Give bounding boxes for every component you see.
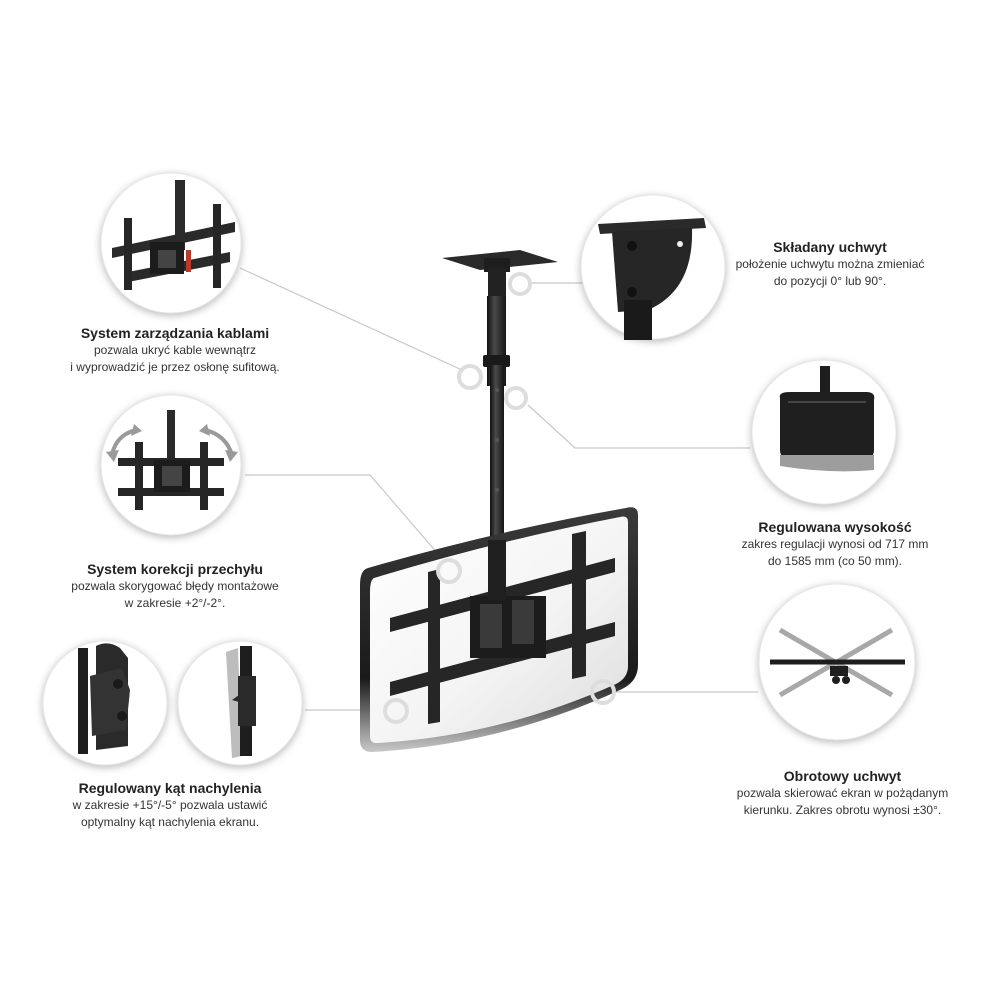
detail-circle-tilt-angle-2 — [177, 640, 303, 766]
detail-circle-tilt-correction — [100, 394, 242, 536]
main-mount — [360, 250, 638, 752]
marker-rings — [383, 272, 616, 724]
feature-title: Regulowana wysokość — [758, 519, 912, 535]
marker-cable — [457, 364, 483, 390]
feature-desc-line1: pozwala skierować ekran w pożądanym — [736, 786, 949, 800]
marker-tilt-correction — [436, 558, 462, 584]
feature-cable-management: System zarządzania kablami pozwala ukryć… — [40, 324, 310, 376]
feature-desc-line2: w zakresie +2°/-2°. — [124, 596, 226, 610]
detail-circle-height — [751, 359, 897, 505]
feature-desc-line1: w zakresie +15°/-5° pozwala ustawić — [72, 798, 268, 812]
marker-folding — [508, 272, 532, 296]
feature-tilt-correction: System korekcji przechyłu pozwala skoryg… — [30, 560, 320, 612]
detail-circle-rotation — [758, 583, 916, 741]
feature-tilt-angle: Regulowany kąt nachylenia w zakresie +15… — [30, 779, 310, 831]
leader-line-height — [527, 404, 750, 449]
feature-desc-line1: pozwala skorygować błędy montażowe — [71, 579, 279, 593]
feature-title: Obrotowy uchwyt — [783, 768, 902, 784]
feature-rotation: Obrotowy uchwyt pozwala skierować ekran … — [700, 767, 985, 819]
feature-title: System zarządzania kablami — [80, 325, 270, 341]
feature-folding-mount: Składany uchwyt położenie uchwytu można … — [700, 238, 960, 290]
detail-circle-tilt-angle-1 — [42, 640, 168, 766]
feature-title: Składany uchwyt — [773, 239, 887, 255]
feature-desc-line1: zakres regulacji wynosi od 717 mm — [741, 537, 929, 551]
marker-height — [504, 386, 528, 410]
feature-desc-line1: położenie uchwytu można zmieniać — [735, 257, 925, 271]
marker-rotation — [590, 679, 616, 705]
feature-desc-line2: i wyprowadzić je przez osłonę sufitową. — [70, 360, 280, 374]
feature-desc-line2: do 1585 mm (co 50 mm). — [767, 554, 903, 568]
feature-desc-line1: pozwala ukryć kable wewnątrz — [93, 343, 257, 357]
leader-line-tilt-correction — [245, 474, 446, 563]
vesa-bracket — [390, 531, 615, 724]
lower-pole — [490, 365, 504, 545]
leader-line-cable — [239, 267, 463, 371]
detail-circle-cable — [100, 172, 242, 314]
leader-lines — [239, 267, 758, 711]
marker-tilt-angle — [383, 698, 409, 724]
feature-title: System korekcji przechyłu — [87, 561, 263, 577]
feature-desc-line2: kierunku. Zakres obrotu wynosi ±30°. — [743, 803, 942, 817]
feature-height-adjustment: Regulowana wysokość zakres regulacji wyn… — [700, 518, 970, 570]
feature-desc-line2: optymalny kąt nachylenia ekranu. — [80, 815, 260, 829]
feature-desc-line2: do pozycji 0° lub 90°. — [773, 274, 887, 288]
detail-circle-folding — [580, 194, 726, 340]
feature-title: Regulowany kąt nachylenia — [78, 780, 262, 796]
